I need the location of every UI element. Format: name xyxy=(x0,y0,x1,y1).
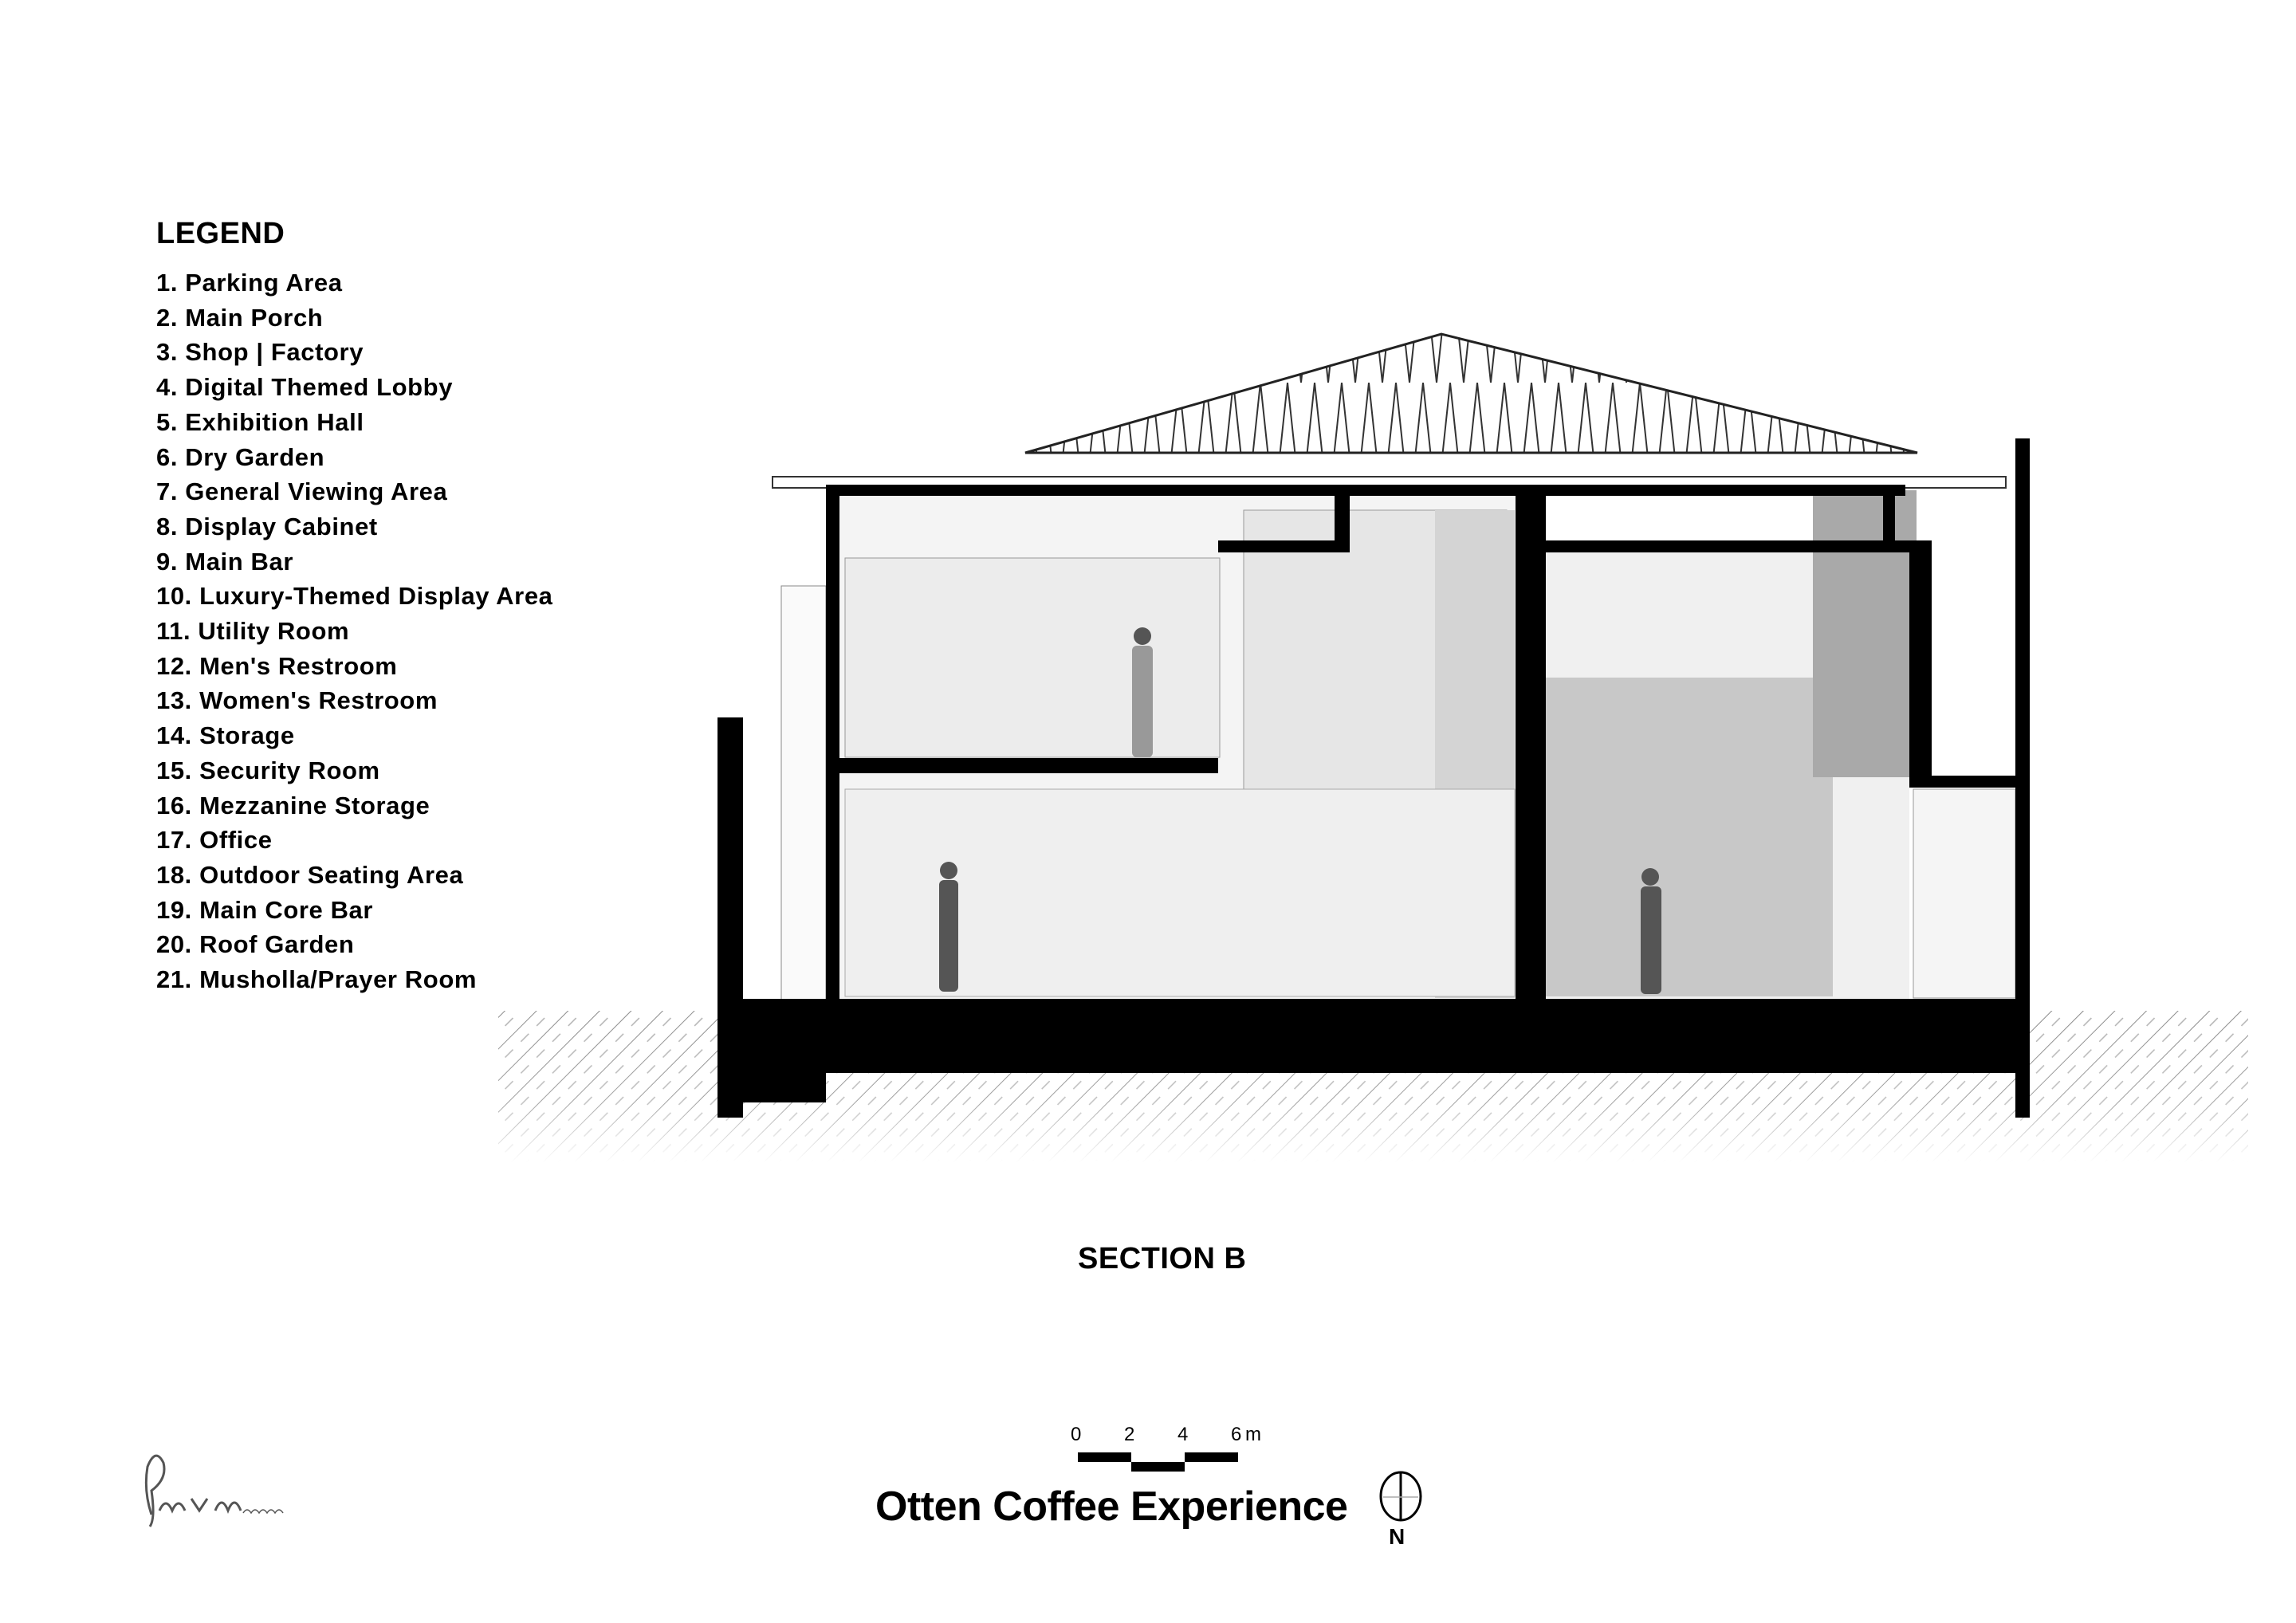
scale-bar xyxy=(1078,1452,1238,1472)
scale-label-4: 4 xyxy=(1177,1424,1189,1445)
scale-unit: m xyxy=(1245,1424,1261,1445)
legend: LEGEND 1. Parking Area 2. Main Porch 3. Sh… xyxy=(156,217,553,997)
legend-item: 5. Exhibition Hall xyxy=(156,407,364,436)
legend-item: 14. Storage xyxy=(156,721,295,750)
legend-item: 15. Security Room xyxy=(156,756,380,784)
legend-item: 11. Utility Room xyxy=(156,617,350,646)
people-figures xyxy=(939,627,1661,994)
legend-item: 9. Main Bar xyxy=(156,547,293,576)
legend-item: 2. Main Porch xyxy=(156,303,324,332)
legend-item: 4. Digital Themed Lobby xyxy=(156,373,454,402)
legend-item: 10. Luxury-Themed Display Area xyxy=(156,582,553,611)
architect-logo xyxy=(144,1454,284,1527)
scale-label-6: 6 xyxy=(1231,1424,1242,1445)
legend-item: 3. Shop | Factory xyxy=(156,338,364,367)
north-label: N xyxy=(1389,1524,1406,1549)
structural-walls xyxy=(718,438,2030,1118)
legend-item: 7. General Viewing Area xyxy=(156,477,448,506)
legend-item: 17. Office xyxy=(156,826,273,855)
legend-item: 20. Roof Garden xyxy=(156,930,355,959)
section-title: SECTION B xyxy=(1078,1242,1247,1275)
project-title: Otten Coffee Experience xyxy=(875,1483,1348,1530)
legend-item: 6. Dry Garden xyxy=(156,442,325,471)
legend-item: 13. Women's Restroom xyxy=(156,686,438,715)
legend-item: 1. Parking Area xyxy=(156,269,343,297)
interior-spaces xyxy=(780,490,2016,1001)
roof-truss xyxy=(772,332,2007,489)
legend-list: 1. Parking Area 2. Main Porch 3. Shop | Fa… xyxy=(156,265,553,997)
legend-item: 12. Men's Restroom xyxy=(156,651,398,680)
scale-label-2: 2 xyxy=(1124,1424,1135,1445)
legend-item: 21. Musholla/Prayer Room xyxy=(156,965,478,994)
legend-item: 16. Mezzanine Storage xyxy=(156,791,431,819)
legend-item: 8. Display Cabinet xyxy=(156,512,378,540)
scale-label-0: 0 xyxy=(1071,1424,1082,1445)
north-arrow-icon xyxy=(1379,1471,1422,1522)
legend-item: 18. Outdoor Seating Area xyxy=(156,860,464,889)
legend-title: LEGEND xyxy=(156,217,285,250)
legend-item: 19. Main Core Bar xyxy=(156,895,374,924)
